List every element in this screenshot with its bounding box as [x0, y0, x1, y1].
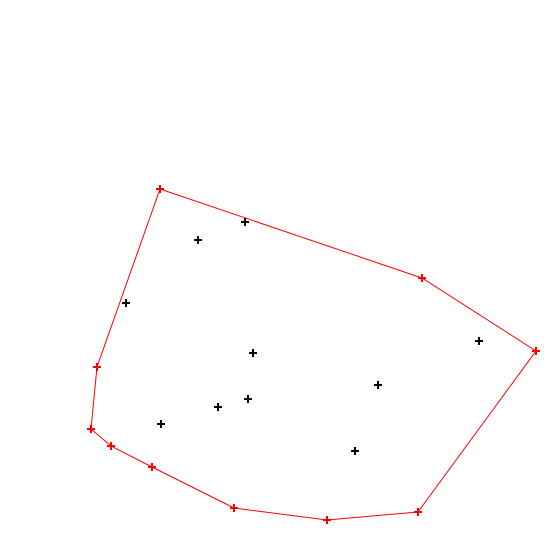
- interior-point-marker: [475, 337, 483, 345]
- hull-point-marker: [418, 274, 426, 282]
- interior-point-marker: [374, 381, 382, 389]
- hull-point-marker: [93, 363, 101, 371]
- hull-point-marker: [414, 508, 422, 516]
- hull-point-marker: [87, 425, 95, 433]
- hull-point-markers: [87, 185, 540, 524]
- interior-point-marker: [214, 403, 222, 411]
- interior-point-marker: [157, 420, 165, 428]
- interior-point-marker: [194, 236, 202, 244]
- interior-point-marker: [122, 299, 130, 307]
- hull-point-marker: [323, 516, 331, 524]
- hull-point-marker: [148, 463, 156, 471]
- hull-point-marker: [156, 185, 164, 193]
- hull-point-marker: [532, 347, 540, 355]
- interior-point-marker: [249, 349, 257, 357]
- interior-point-marker: [244, 395, 252, 403]
- hull-point-marker: [230, 504, 238, 512]
- interior-point-markers: [122, 218, 483, 455]
- interior-point-marker: [241, 218, 249, 226]
- interior-point-marker: [351, 447, 359, 455]
- hull-point-marker: [107, 442, 115, 450]
